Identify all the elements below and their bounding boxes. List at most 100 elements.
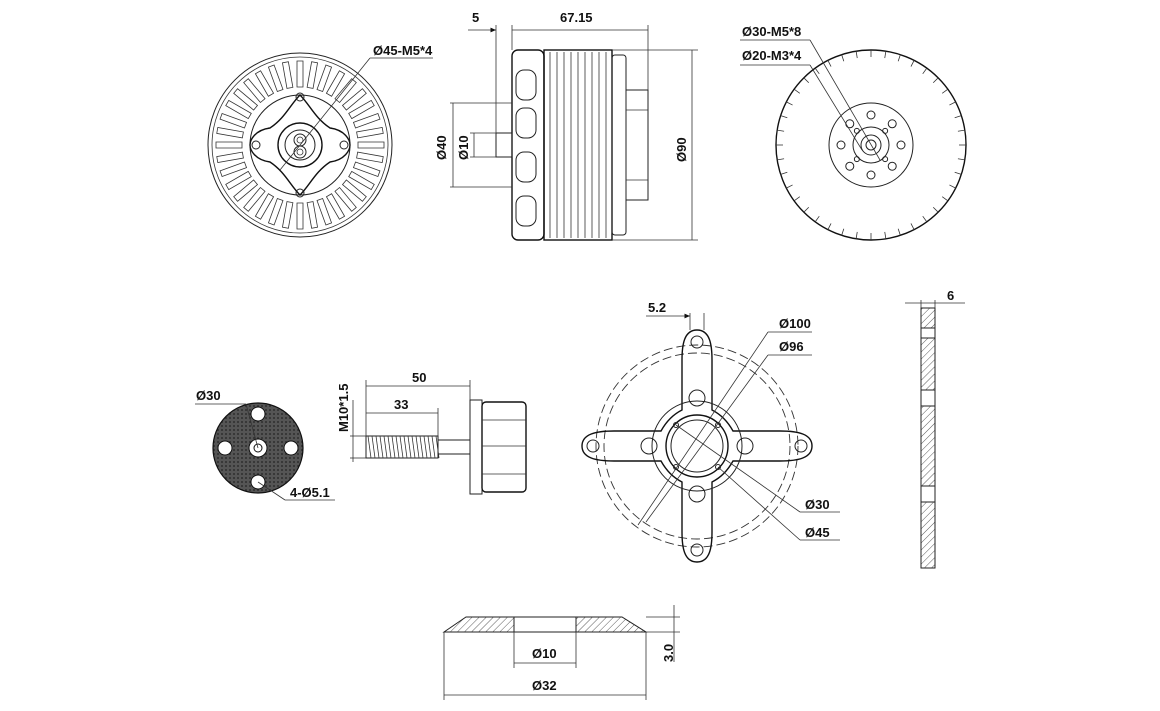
fin xyxy=(216,126,244,139)
fin xyxy=(219,112,248,129)
fin xyxy=(267,197,284,226)
fin xyxy=(348,170,375,191)
plate-thickness-label: 6 xyxy=(947,288,954,303)
tooth xyxy=(884,231,887,239)
fin xyxy=(215,141,243,149)
tooth xyxy=(855,231,858,239)
thread xyxy=(387,435,392,459)
fin xyxy=(352,161,381,178)
tooth xyxy=(803,77,810,84)
rear-m3-label: Ø20-M3*4 xyxy=(742,48,802,63)
rear-teeth xyxy=(776,50,966,240)
thread xyxy=(375,435,380,459)
dia40-label: Ø40 xyxy=(434,135,449,160)
thread xyxy=(383,435,388,459)
tooth xyxy=(941,88,949,94)
bolt-view: 50 33 M10*1.5 xyxy=(336,370,527,495)
m5-hole xyxy=(887,161,897,171)
rear-m5-label: Ø30-M5*8 xyxy=(742,24,801,39)
tooth xyxy=(777,129,785,132)
thread-spec-label: M10*1.5 xyxy=(336,384,351,432)
m5-hole xyxy=(845,161,855,171)
tooth xyxy=(954,115,962,119)
thread xyxy=(371,435,376,459)
fin xyxy=(233,179,259,202)
fin xyxy=(316,197,333,226)
thread xyxy=(407,435,412,459)
rear-view: Ø30-M5*8 Ø20-M3*4 xyxy=(740,24,967,241)
body-length-label: 67.15 xyxy=(560,10,593,25)
thread-length-label: 33 xyxy=(394,397,408,412)
m5-hole xyxy=(836,140,846,150)
spacer-outer-dia-label: Ø32 xyxy=(532,678,557,693)
side-view: 5 67.15 Ø40 Ø10 Ø90 xyxy=(434,10,698,241)
m5-hole xyxy=(845,119,855,129)
tooth xyxy=(827,60,832,67)
fin xyxy=(296,60,304,88)
fin xyxy=(348,99,375,120)
fin xyxy=(341,88,367,111)
fin xyxy=(225,99,252,120)
spacer-thickness-label: 3.0 xyxy=(661,644,676,662)
fin xyxy=(281,201,294,229)
fin xyxy=(219,161,248,178)
tooth xyxy=(855,51,858,59)
tooth xyxy=(897,54,901,62)
tooth xyxy=(814,67,820,75)
fin xyxy=(306,201,319,229)
tooth xyxy=(910,223,915,230)
tooth xyxy=(897,228,901,236)
fin xyxy=(356,126,384,139)
tooth xyxy=(949,184,956,189)
thread xyxy=(411,435,416,459)
fin xyxy=(225,170,252,191)
m3-hole xyxy=(853,156,860,163)
mount-dia100-label: Ø100 xyxy=(779,316,811,331)
m5-hole xyxy=(866,110,876,120)
fin xyxy=(243,186,266,212)
tooth xyxy=(954,171,962,175)
fin xyxy=(341,179,367,202)
tooth xyxy=(786,184,793,189)
cooling-fins xyxy=(215,60,385,230)
tooth xyxy=(841,54,845,62)
dia90-label: Ø90 xyxy=(674,137,689,162)
tooth xyxy=(780,115,788,119)
tooth xyxy=(786,101,793,106)
front-view: Ø45-M5*4 xyxy=(207,43,433,238)
tooth xyxy=(957,158,965,161)
tooth xyxy=(777,158,785,161)
fin xyxy=(254,70,275,97)
thread xyxy=(399,435,404,459)
thread xyxy=(403,435,408,459)
m5-hole xyxy=(866,170,876,180)
m5-hole xyxy=(887,119,897,129)
tooth xyxy=(957,129,965,132)
fin xyxy=(352,112,381,129)
thread xyxy=(379,435,384,459)
thread xyxy=(395,435,400,459)
spacer-view: Ø10 Ø32 3.0 xyxy=(442,605,680,700)
fin xyxy=(334,186,357,212)
fin xyxy=(216,151,244,164)
thread xyxy=(431,435,436,459)
bolt-threads xyxy=(367,435,440,459)
thread xyxy=(427,435,432,459)
thread xyxy=(415,435,420,459)
tooth xyxy=(814,215,820,223)
tooth xyxy=(803,206,810,213)
tooth xyxy=(793,88,801,94)
tooth xyxy=(941,196,949,202)
fin xyxy=(356,151,384,164)
washer-dia-label: Ø30 xyxy=(196,388,221,403)
fin xyxy=(325,70,346,97)
plate-side-view: 6 xyxy=(905,288,965,569)
shaft-length-label: 5 xyxy=(472,10,479,25)
thread xyxy=(391,435,396,459)
fin xyxy=(357,141,385,149)
fin xyxy=(254,193,275,220)
bolt-length-label: 50 xyxy=(412,370,426,385)
fin xyxy=(296,202,304,230)
side-ribs xyxy=(549,52,607,238)
